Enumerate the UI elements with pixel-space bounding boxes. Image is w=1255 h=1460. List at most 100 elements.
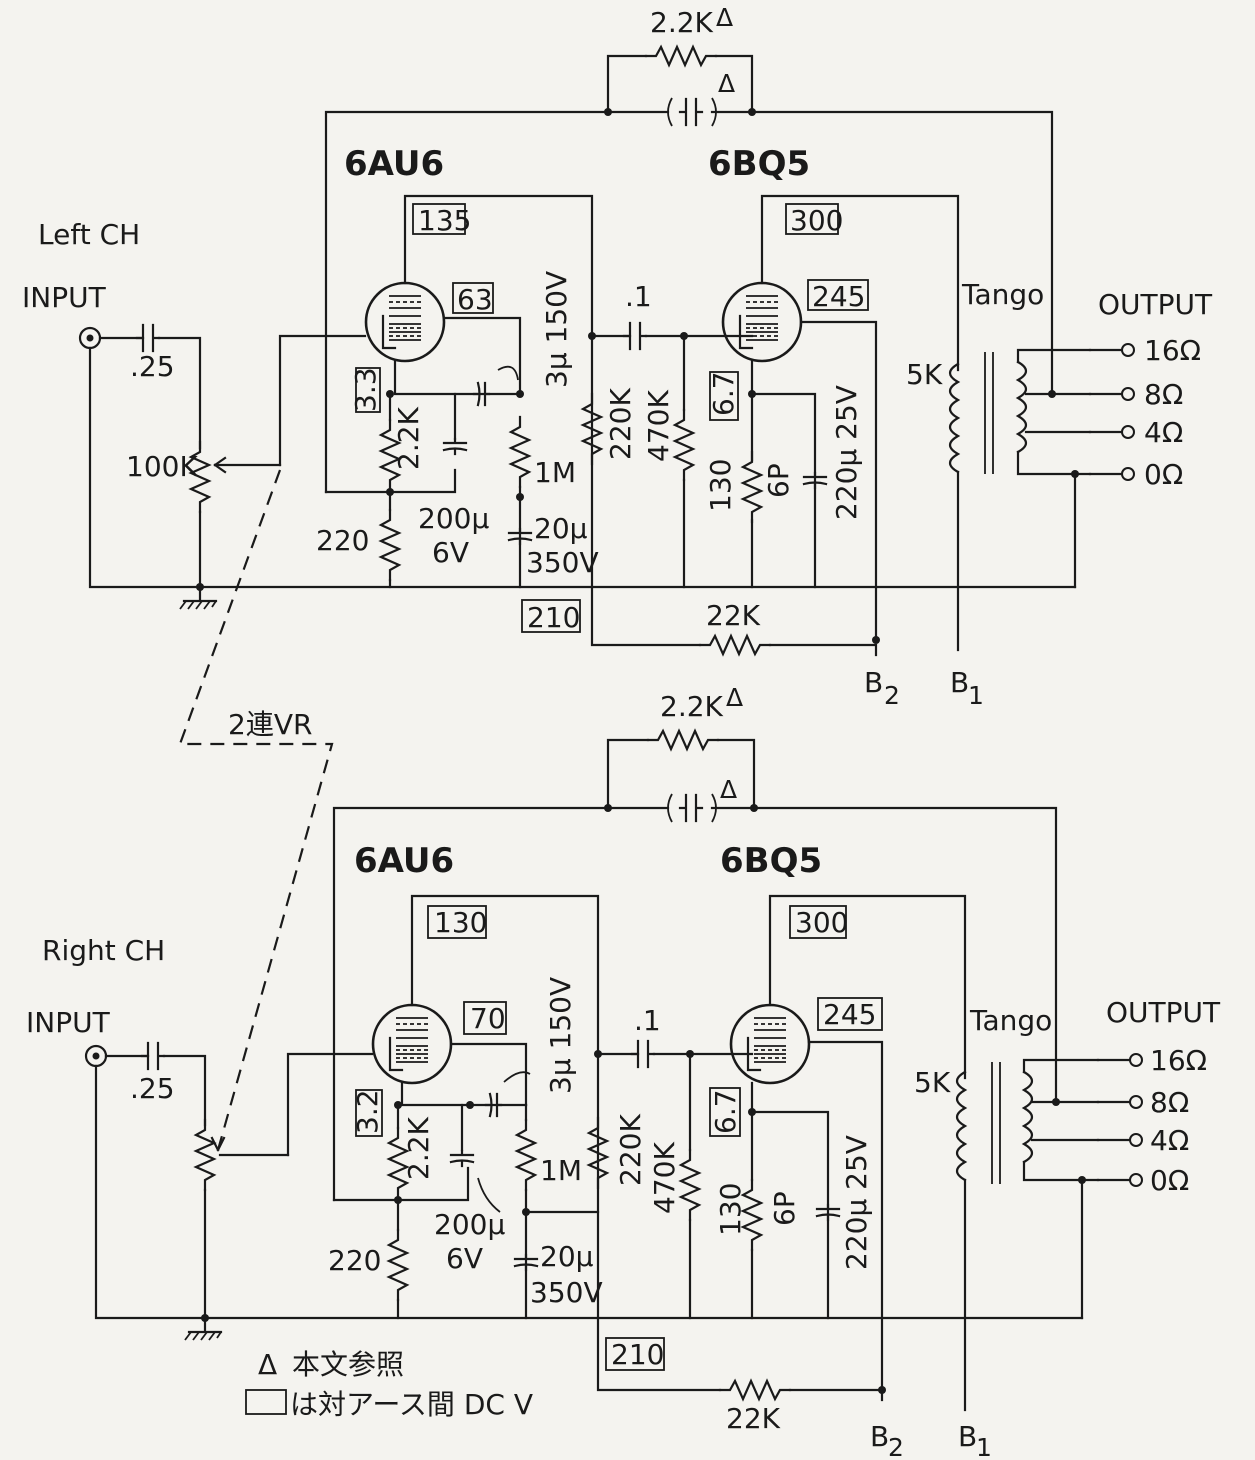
right-feedback-cap: [678, 793, 704, 823]
left-cathode2-resistor: [741, 450, 763, 524]
legend-box-icon: [245, 1389, 287, 1415]
left-channel: Left CH INPUT .25 100K 2.2K Δ Δ 6AU6: [22, 3, 1213, 710]
left-r-screen-value: 1M: [534, 456, 576, 489]
right-c-cathode-voltage: 6V: [446, 1242, 483, 1275]
left-r22k-value: 22K: [706, 599, 761, 632]
left-feedback-resistor-value: 2.2K: [650, 6, 714, 39]
left-v-plate1: 135: [418, 204, 471, 237]
right-input-jack: [84, 1044, 108, 1068]
right-r-grid-value: 470K: [648, 1142, 681, 1214]
right-r-screen-value: 1M: [540, 1154, 582, 1187]
right-tube2-label: 6BQ5: [720, 841, 822, 881]
right-v-cathode2: 6.7: [709, 1089, 742, 1134]
right-delta-mark: Δ: [726, 683, 743, 712]
right-tube1-icon: [371, 1003, 453, 1085]
right-c-decouple-value: 20μ: [540, 1240, 594, 1273]
left-r-grid-value: 470K: [642, 390, 675, 462]
right-input-cap-value: .25: [130, 1072, 175, 1105]
left-v-cathode1: 3.3: [349, 367, 382, 412]
left-tube1-icon: [364, 281, 446, 363]
right-channel-label: Right CH: [42, 934, 165, 967]
right-v-screen1: 70: [470, 1002, 506, 1035]
right-tap-16: 16Ω: [1150, 1044, 1207, 1077]
right-22k-resistor: [718, 1379, 792, 1401]
right-v-cathode1: 3.2: [351, 1089, 384, 1134]
right-c-screen-value: 3μ 150V: [544, 977, 577, 1094]
legend-delta-symbol: Δ: [258, 1348, 277, 1381]
right-secondary-coil: [1022, 1070, 1034, 1164]
right-r22k-value: 22K: [726, 1402, 781, 1435]
left-c-cathode2-value: 220μ 25V: [830, 385, 863, 520]
left-c-cathode-voltage: 6V: [432, 536, 469, 569]
right-transformer-label: Tango: [969, 1004, 1052, 1037]
right-tap-4: 4Ω: [1150, 1124, 1189, 1157]
right-b2-label: B: [870, 1420, 889, 1453]
left-tube1-label: 6AU6: [344, 144, 444, 184]
right-r-6p-value: 6P: [768, 1191, 801, 1226]
left-input-jack: [78, 326, 102, 350]
right-tap-8: 8Ω: [1150, 1086, 1189, 1119]
right-220-resistor: [387, 1228, 409, 1302]
gang-label: 2連VR: [228, 708, 312, 741]
right-v-plate1: 130: [434, 906, 487, 939]
left-output-label: OUTPUT: [1098, 288, 1213, 321]
left-b1-sub: 1: [968, 681, 984, 710]
left-screen-resistor: [509, 415, 531, 489]
left-tube2-icon: [721, 281, 803, 363]
right-c-cathode-value: 200μ: [434, 1208, 505, 1241]
right-volume-pot: [194, 1118, 290, 1320]
right-screen-resistor: [515, 1118, 537, 1192]
left-coupling-cap: [622, 321, 648, 351]
left-c-cathode-value: 200μ: [418, 502, 489, 535]
left-channel-label: Left CH: [38, 218, 140, 251]
left-delta-mark: Δ: [716, 3, 733, 32]
right-feedback-resistor-value: 2.2K: [660, 690, 724, 723]
left-input-label: INPUT: [22, 281, 107, 314]
left-b1-label: B: [950, 666, 969, 699]
right-feedback-resistor: [646, 729, 720, 751]
left-grid-resistor: [673, 408, 695, 482]
left-r-cathode2-value: 130: [704, 459, 737, 512]
left-transformer-label: Tango: [961, 278, 1044, 311]
left-c-decouple-voltage: 350V: [526, 546, 599, 579]
left-22k-resistor: [698, 634, 772, 656]
legend-note-box: は対アース間 DC V: [290, 1388, 533, 1421]
left-tap-4: 4Ω: [1144, 416, 1183, 449]
left-coupling-cap-value: .1: [625, 280, 652, 313]
left-r-plate-value: 220K: [604, 388, 637, 460]
left-r-cathode-value: 2.2K: [392, 406, 425, 470]
left-primary-coil: [948, 362, 960, 474]
right-coupling-cap: [630, 1039, 656, 1069]
right-tap-0: 0Ω: [1150, 1164, 1189, 1197]
left-r-6p-value: 6P: [762, 463, 795, 498]
left-tube2-label: 6BQ5: [708, 144, 810, 184]
right-grid-resistor: [679, 1148, 701, 1222]
right-v-plate2: 300: [795, 906, 848, 939]
right-v-screen2: 245: [823, 998, 876, 1031]
gang-link: [178, 469, 334, 1151]
right-b2-sub: 2: [888, 1433, 904, 1460]
right-b1-sub: 1: [976, 1433, 992, 1460]
right-r220-value: 220: [328, 1244, 381, 1277]
left-input-cap-value: .25: [130, 350, 175, 383]
right-tube2-icon: [729, 1003, 811, 1085]
left-tap-16: 16Ω: [1144, 334, 1201, 367]
legend: Δ 本文参照 は対アース間 DC V: [245, 1348, 533, 1421]
right-output-label: OUTPUT: [1106, 996, 1221, 1029]
left-b2-sub: 2: [884, 681, 900, 710]
left-delta-mark-cap: Δ: [718, 69, 735, 98]
left-v-plate2: 300: [790, 204, 843, 237]
left-v-b2: 210: [527, 601, 580, 634]
right-channel: Right CH INPUT .25 2.2K Δ Δ 6AU6: [26, 683, 1221, 1460]
right-r-cathode-value: 2.2K: [402, 1116, 435, 1180]
right-r-cathode2-value: 130: [714, 1183, 747, 1236]
left-r220-value: 220: [316, 524, 369, 557]
left-c-screen-value: 3μ 150V: [540, 271, 573, 388]
left-v-screen2: 245: [812, 280, 865, 313]
left-primary-impedance: 5K: [906, 358, 943, 391]
right-c-cathode2-value: 220μ 25V: [840, 1135, 873, 1270]
right-b1-label: B: [958, 1420, 977, 1453]
left-tap-8: 8Ω: [1144, 378, 1183, 411]
left-volume-pot: [189, 440, 282, 589]
